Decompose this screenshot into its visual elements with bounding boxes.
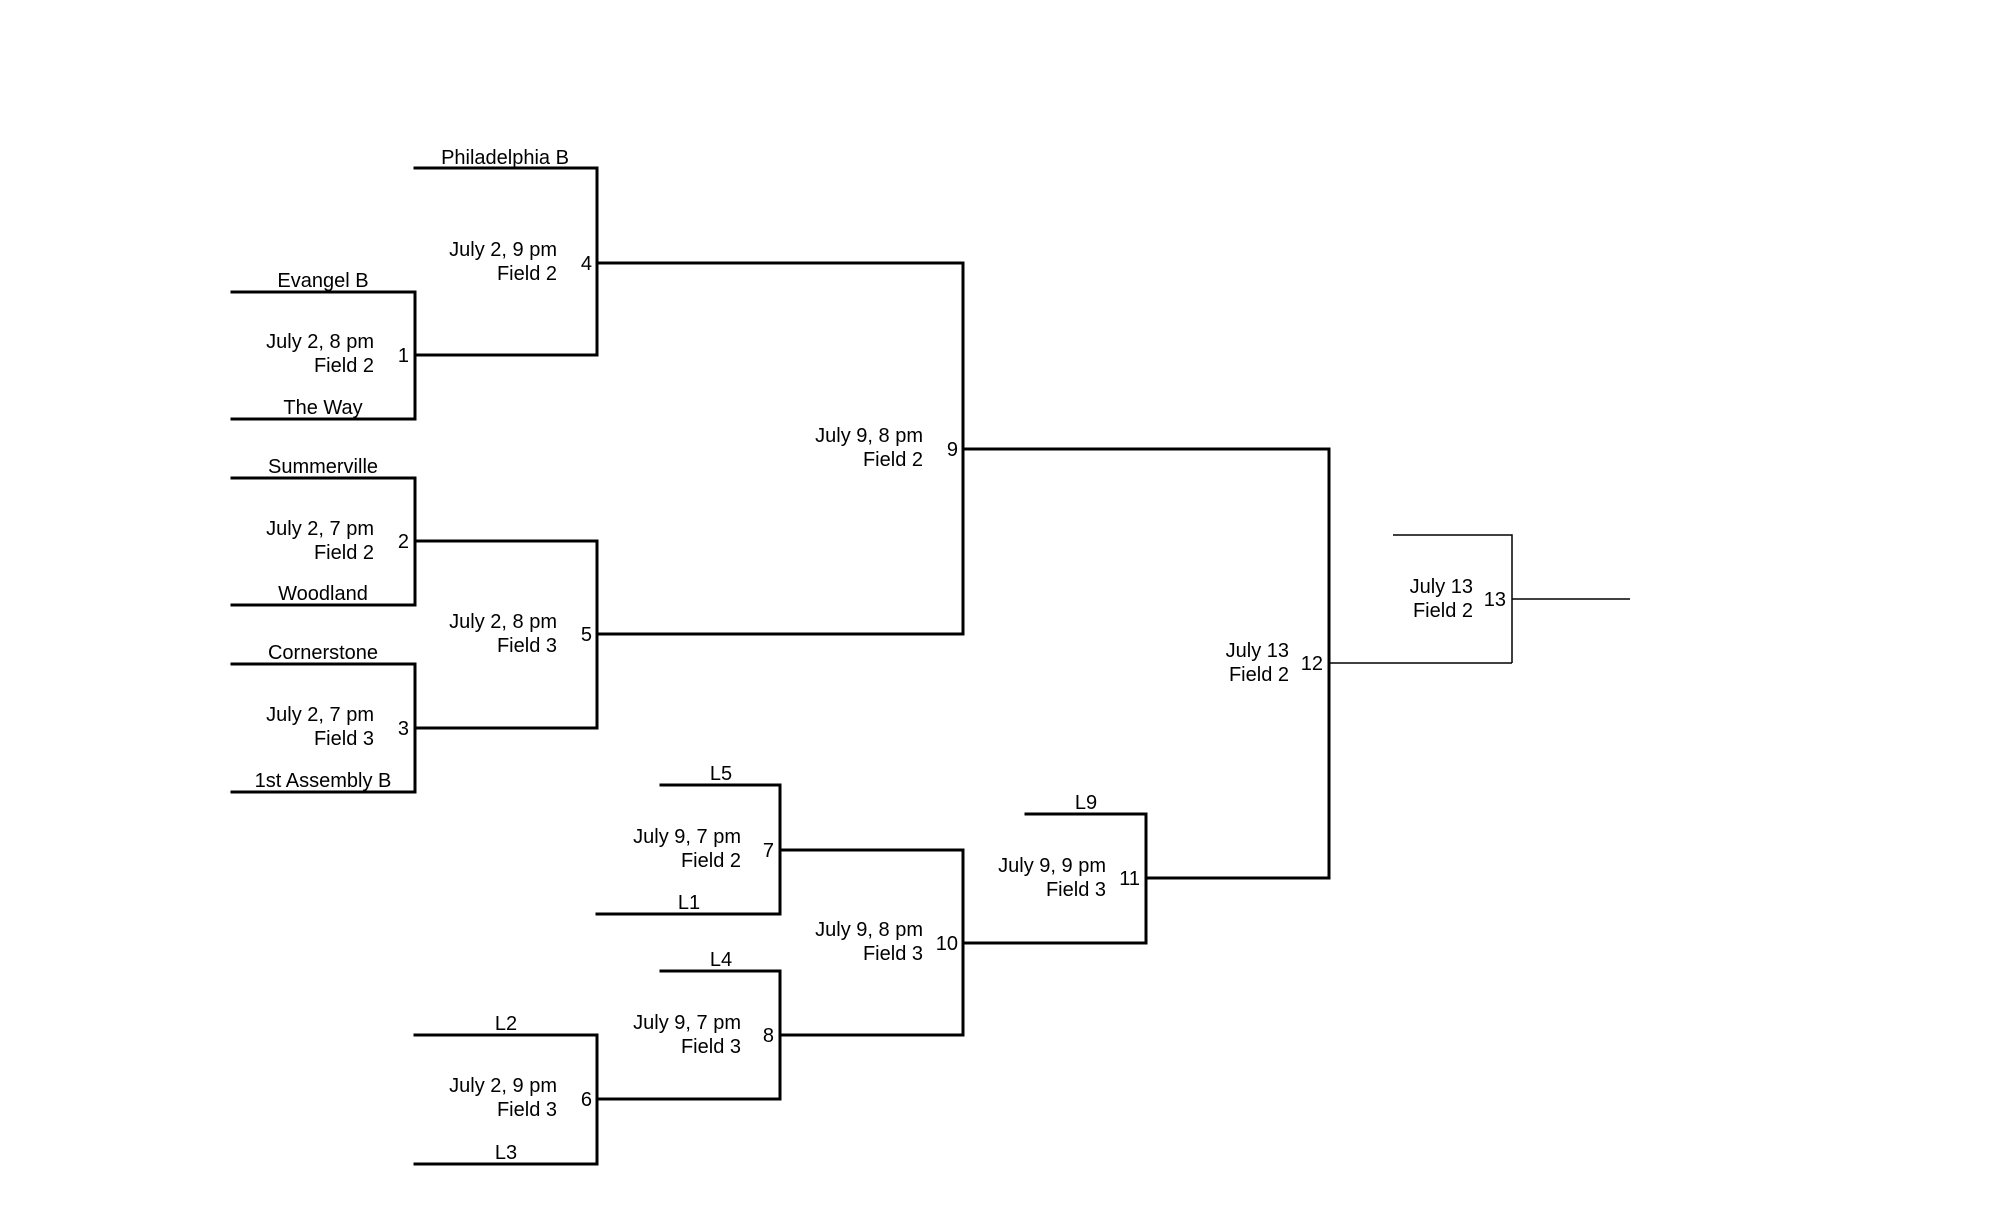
game-number: 3 — [398, 718, 409, 740]
game-number: 12 — [1301, 653, 1323, 675]
game-number: 2 — [398, 531, 409, 553]
game-date: July 2, 8 pm — [266, 331, 374, 353]
game-8-bracket — [659, 969, 782, 1101]
game-field: Field 2 — [681, 850, 741, 872]
team-label: The Way — [283, 397, 362, 419]
game-number: 1 — [398, 345, 409, 367]
team-label: Cornerstone — [268, 642, 378, 664]
slot-label: L5 — [710, 763, 732, 785]
slot-label: L9 — [1075, 792, 1097, 814]
slot-label: L1 — [678, 892, 700, 914]
game-date: July 2, 9 pm — [449, 239, 557, 261]
slot-label: L2 — [495, 1013, 517, 1035]
game-field: Field 3 — [863, 943, 923, 965]
game-date: July 2, 8 pm — [449, 611, 557, 633]
game-11-bracket — [1024, 812, 1148, 945]
game-numbers: 1 2 3 4 5 6 7 8 9 10 11 12 13 — [398, 253, 1506, 1111]
game-field: Field 3 — [314, 728, 374, 750]
game-number: 6 — [581, 1089, 592, 1111]
game-number: 11 — [1119, 868, 1140, 890]
team-label: Philadelphia B — [441, 147, 569, 169]
game-4-bracket — [413, 166, 599, 357]
game-date: July 9, 7 pm — [633, 1012, 741, 1034]
game-field: Field 3 — [1046, 879, 1106, 901]
game-field: Field 2 — [497, 263, 557, 285]
game-date: July 13 — [1410, 576, 1473, 598]
team-label: Evangel B — [277, 270, 368, 292]
game-field: Field 3 — [497, 635, 557, 657]
bracket-lines — [230, 166, 1630, 1166]
team-label: Woodland — [278, 583, 368, 605]
game-date: July 9, 8 pm — [815, 425, 923, 447]
team-label: 1st Assembly B — [255, 770, 392, 792]
game-info: July 2, 8 pm Field 2 July 2, 7 pm Field … — [266, 239, 1473, 1121]
game-13-bracket — [1393, 534, 1513, 663]
game-field: Field 3 — [681, 1036, 741, 1058]
team-labels: Philadelphia B Evangel B The Way Summerv… — [255, 147, 1097, 1164]
game-date: July 9, 7 pm — [633, 826, 741, 848]
slot-label: L4 — [710, 949, 732, 971]
game-date: July 9, 9 pm — [998, 855, 1106, 877]
game-field: Field 2 — [314, 542, 374, 564]
game-field: Field 2 — [314, 355, 374, 377]
game-date: July 2, 9 pm — [449, 1075, 557, 1097]
game-field: Field 2 — [1413, 600, 1473, 622]
game-date: July 2, 7 pm — [266, 518, 374, 540]
game-number: 7 — [763, 840, 774, 862]
game-date: July 13 — [1226, 640, 1289, 662]
game-date: July 9, 8 pm — [815, 919, 923, 941]
game-field: Field 2 — [1229, 664, 1289, 686]
team-label: Summerville — [268, 456, 378, 478]
game-number: 9 — [947, 439, 958, 461]
game-number: 5 — [581, 624, 592, 646]
game-number: 8 — [763, 1025, 774, 1047]
game-date: July 2, 7 pm — [266, 704, 374, 726]
game-number: 10 — [936, 933, 958, 955]
slot-label: L3 — [495, 1142, 517, 1164]
game-field: Field 2 — [863, 449, 923, 471]
game-field: Field 3 — [497, 1099, 557, 1121]
game-number: 13 — [1484, 589, 1506, 611]
game-number: 4 — [581, 253, 592, 275]
